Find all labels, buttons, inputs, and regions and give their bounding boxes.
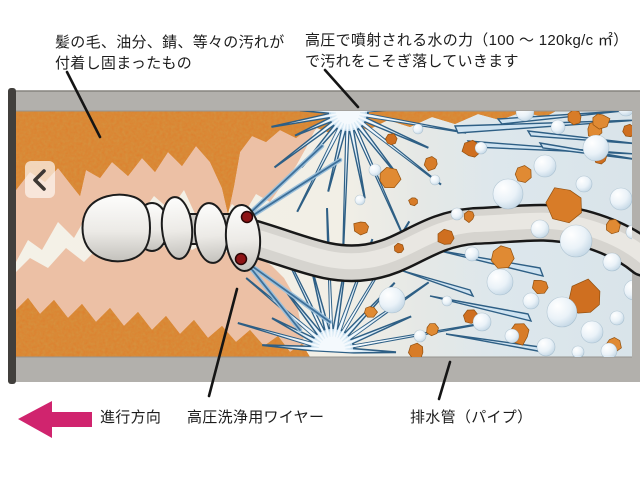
water-jet-annotation-line1: 高圧で噴射される水の力（100 ～ 120kg/c ㎡） [305, 32, 629, 49]
pipe-label: 排水管（パイプ） [410, 409, 533, 426]
high-pressure-wire [233, 203, 640, 283]
direction-label: 進行方向 [100, 409, 162, 426]
pipe-right-edge [632, 91, 640, 382]
pipe-interior [16, 91, 632, 382]
nozzle-dome [81, 193, 152, 263]
nozzle-ring [224, 204, 262, 272]
leader-line-water [323, 68, 360, 109]
pipe-bottom-wall [16, 357, 640, 382]
water-jet-annotation: 高圧で噴射される水の力（100 ～ 120kg/c ㎡） で汚れをこそぎ落してい… [305, 30, 628, 72]
leader-line-clog [65, 70, 102, 139]
dirt-debris [353, 111, 632, 357]
nozzle-hub [159, 213, 239, 245]
dirt-layer-bottom-salmon [16, 238, 306, 357]
leader-line-pipe [437, 360, 452, 401]
water-streaks [399, 111, 632, 353]
clog-annotation: 髪の毛、油分、錆、等々の汚れが 付着し固まったもの [55, 32, 285, 74]
nozzle-hole-bottom [234, 252, 248, 266]
nozzle-head [81, 193, 262, 272]
carousel-prev-button[interactable] [25, 161, 55, 198]
water-jet-annotation-line2: で汚れをこそぎ落していきます [305, 53, 519, 70]
dirt-layer-top-salmon [16, 111, 322, 262]
nozzle-disc-2 [193, 202, 229, 264]
nozzle-disc-1 [160, 196, 194, 260]
dirt-layer-top-orange [16, 111, 556, 214]
pipe-top-wall [16, 91, 640, 111]
leader-line-wire [207, 287, 239, 398]
image-left-frame [8, 88, 16, 384]
nozzle-jets [243, 143, 343, 333]
chevron-left-icon [33, 168, 46, 191]
clog-annotation-line2: 付着し固まったもの [55, 55, 193, 72]
nozzle-neck [135, 202, 169, 252]
water-bursts [237, 111, 488, 354]
direction-arrow-icon [18, 401, 92, 438]
dirt-layer-bottom-orange [16, 298, 310, 357]
nozzle-hole-top [240, 210, 254, 224]
bubbles [354, 111, 632, 357]
leader-lines [65, 68, 452, 401]
clog-annotation-line1: 髪の毛、油分、錆、等々の汚れが [55, 34, 285, 51]
wire-label: 高圧洗浄用ワイヤー [187, 409, 325, 426]
dirt-layers [16, 111, 556, 357]
